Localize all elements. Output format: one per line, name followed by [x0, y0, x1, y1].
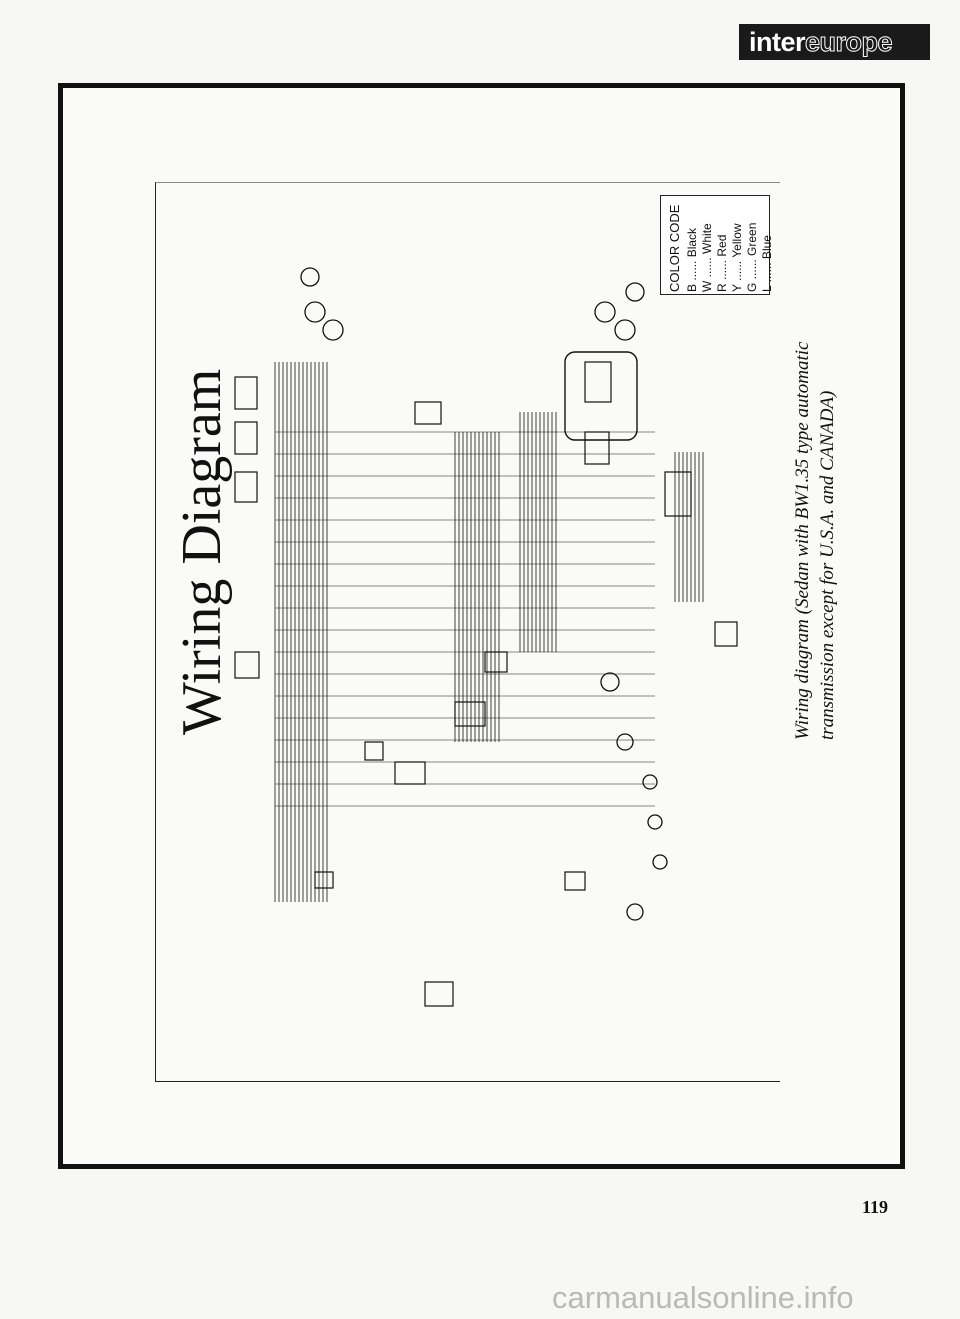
- color-code-entry: L ...... Blue: [760, 235, 774, 292]
- lamp-symbol: [614, 319, 636, 341]
- component-block: [424, 981, 454, 1007]
- instrument-cluster: [564, 351, 638, 441]
- caption-line-1: Wiring diagram (Sedan with BW1.35 type a…: [792, 341, 813, 740]
- color-code-entry: R ...... Red: [715, 234, 729, 292]
- watermark: carmanualsonline.info: [552, 1280, 854, 1315]
- color-code-entry: Y ...... Yellow: [730, 223, 744, 292]
- lamp-symbol: [300, 267, 320, 287]
- component-block: [664, 471, 692, 517]
- caption-line-2: transmission except for U.S.A. and CANAD…: [817, 390, 838, 740]
- lamp-symbol: [642, 774, 658, 790]
- lamp-symbol: [652, 854, 668, 870]
- lamp-symbol: [647, 814, 663, 830]
- lamp-symbol: [600, 672, 620, 692]
- component-block: [234, 651, 260, 679]
- lamp-symbol: [594, 301, 616, 323]
- component-block: [394, 761, 426, 785]
- component-block: [234, 376, 258, 410]
- wiring-schematic: [234, 267, 738, 1007]
- component-block: [234, 421, 258, 455]
- logo-part1: inter: [749, 26, 806, 57]
- diagram-caption: Wiring diagram (Sedan with BW1.35 type a…: [790, 342, 840, 740]
- color-code-entry: G ...... Green: [745, 222, 759, 292]
- color-code-legend: COLOR CODE B ...... Black W ...... White…: [660, 195, 774, 295]
- page-number: 119: [862, 1197, 889, 1217]
- component-block: [584, 361, 612, 403]
- component-block: [314, 871, 334, 889]
- color-code-title: COLOR CODE: [667, 204, 682, 292]
- component-block: [714, 621, 738, 647]
- lamp-symbol: [304, 301, 326, 323]
- lamp-symbol: [626, 903, 644, 921]
- component-block: [234, 471, 258, 503]
- component-block: [564, 871, 586, 891]
- component-block: [484, 651, 508, 673]
- color-code-entry: B ...... Black: [685, 227, 699, 292]
- component-block: [364, 741, 384, 761]
- diagram-area: [155, 182, 780, 1082]
- logo-part2: europe: [805, 26, 894, 57]
- lamp-symbol: [616, 733, 634, 751]
- color-code-entry: W ...... White: [700, 223, 714, 292]
- component-block: [414, 401, 442, 425]
- component-block: [584, 431, 610, 465]
- component-block: [454, 701, 486, 727]
- lamp-symbol: [322, 319, 344, 341]
- lamp-symbol: [625, 282, 645, 302]
